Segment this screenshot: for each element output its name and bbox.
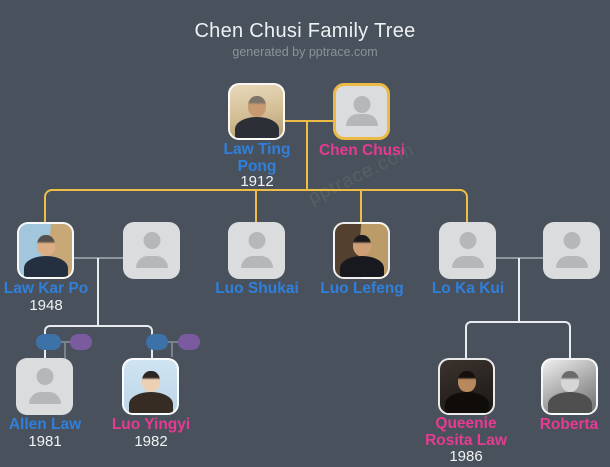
avatar-placeholder-allen-law[interactable] [16, 358, 73, 415]
connector-collapsed-stub [171, 343, 173, 357]
connector-drop-luo-lefeng [360, 190, 362, 222]
collapsed-node-blue[interactable] [36, 334, 61, 350]
page-title: Chen Chusi Family Tree [194, 20, 416, 42]
connector-branch-lo-ka-kui-children [465, 321, 571, 358]
connector-marriage-ting-pong-chen-chusi [285, 120, 333, 122]
connector-stem-lo-ka-kui-family [518, 258, 520, 322]
person-year-luo-yingyi: 1982 [134, 433, 168, 450]
person-name-law-kar-po: Law Kar Po [3, 280, 89, 297]
person-silhouette-icon [439, 222, 496, 279]
avatar-placeholder-chen-chusi[interactable] [333, 83, 390, 140]
avatar-photo-luo-lefeng[interactable] [333, 222, 390, 279]
avatar-photo-law-kar-po[interactable] [17, 222, 74, 279]
person-name-roberta: Roberta [539, 416, 599, 433]
avatar-photo-luo-yingyi[interactable] [122, 358, 179, 415]
avatar-photo-law-ting-pong[interactable] [228, 83, 285, 140]
person-year-allen-law: 1981 [28, 433, 62, 450]
person-name-allen-law: Allen Law [8, 416, 82, 433]
avatar-placeholder-spouse-of-law-kar-po[interactable] [123, 222, 180, 279]
person-year-law-kar-po: 1948 [29, 297, 63, 314]
person-year-law-ting-pong: 1912 [240, 173, 274, 190]
person-name-luo-yingyi: Luo Yingyi [111, 416, 191, 433]
connector-drop-luo-shukai [255, 190, 257, 222]
person-name-chen-chusi: Chen Chusi [318, 142, 406, 159]
connector-collapsed-couple [168, 341, 178, 343]
page-subtitle: generated by pptrace.com [232, 45, 378, 59]
person-silhouette-icon [336, 86, 387, 137]
person-silhouette-icon [16, 358, 73, 415]
person-name-queenie-rosita-law: Queenie Rosita Law [425, 415, 507, 449]
connector-collapsed-stub [64, 343, 66, 359]
connector-collapsed-couple [61, 341, 70, 343]
person-silhouette-icon [228, 222, 285, 279]
connector-stem-gen1 [306, 121, 308, 190]
person-name-luo-lefeng: Luo Lefeng [320, 280, 404, 297]
collapsed-node-purple[interactable] [178, 334, 200, 350]
person-name-lo-ka-kui: Lo Ka Kui [431, 280, 505, 297]
collapsed-node-blue[interactable] [146, 334, 168, 350]
avatar-placeholder-lo-ka-kui[interactable] [439, 222, 496, 279]
avatar-placeholder-spouse-of-lo-ka-kui[interactable] [543, 222, 600, 279]
person-name-luo-shukai: Luo Shukai [215, 280, 299, 297]
connector-stem-law-kar-po-family [97, 258, 99, 326]
avatar-photo-queenie-rosita-law[interactable] [438, 358, 495, 415]
person-name-law-ting-pong: Law Ting Pong [223, 141, 291, 175]
collapsed-node-purple[interactable] [70, 334, 92, 350]
person-year-queenie-rosita-law: 1986 [449, 448, 483, 465]
avatar-placeholder-luo-shukai[interactable] [228, 222, 285, 279]
person-silhouette-icon [123, 222, 180, 279]
person-silhouette-icon [543, 222, 600, 279]
avatar-photo-roberta[interactable] [541, 358, 598, 415]
